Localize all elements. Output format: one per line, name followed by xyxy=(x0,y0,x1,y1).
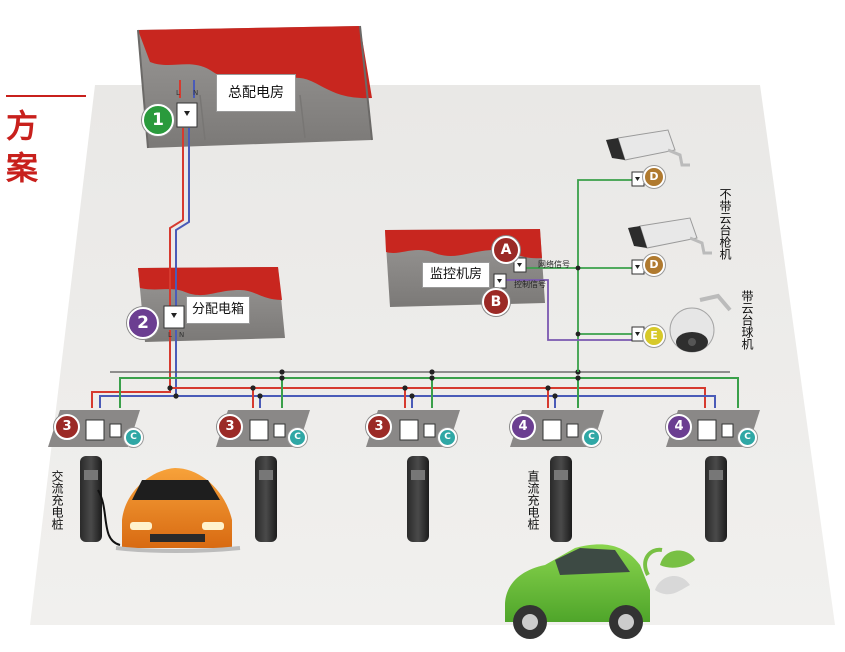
heading-char-2: 案 xyxy=(6,149,39,187)
station-badge-4: 4 xyxy=(510,414,536,440)
station-badge-1: 3 xyxy=(54,414,80,440)
sub-distribution-label: 分配电箱 xyxy=(191,302,244,317)
heading-rule xyxy=(6,95,86,97)
badge-2: 2 xyxy=(127,307,159,339)
heading-char-1: 方 xyxy=(6,107,39,145)
dome-camera-label: 带云台球机 xyxy=(740,290,754,350)
plug-leaf-icon xyxy=(643,547,695,595)
feeder-wiring xyxy=(169,80,195,318)
sub-distribution-label-box: 分配电箱 xyxy=(186,296,250,324)
floor-plane xyxy=(30,85,835,625)
wire-label-N: N xyxy=(193,89,199,97)
c-badge-5: C xyxy=(738,428,757,447)
monitoring-room-label-box: 监控机房 xyxy=(422,262,490,288)
security-camera-icon xyxy=(606,129,690,167)
c-badge-3: C xyxy=(438,428,457,447)
dc-charger-label: 直流充电桩 xyxy=(526,470,540,530)
security-camera-icon-2 xyxy=(628,217,712,255)
charger-buses xyxy=(91,330,739,408)
badge-A: A xyxy=(492,236,520,264)
sports-car-icon xyxy=(115,468,241,553)
badge-D-2: D xyxy=(643,254,665,276)
fixed-camera-label: 不带云台枪机 xyxy=(718,188,732,260)
network-signal-label: 网络信号 xyxy=(538,260,570,269)
ac-charger-label: 交流充电桩 xyxy=(50,470,64,530)
wire-label-N-2: N xyxy=(179,331,185,339)
main-distribution-label-box: 总配电房 xyxy=(216,74,296,112)
wire-label-L-2: L xyxy=(168,331,172,339)
badge-E: E xyxy=(643,325,665,347)
badge-B: B xyxy=(482,288,510,316)
station-badge-3: 3 xyxy=(366,414,392,440)
wire-label-L: L xyxy=(176,89,180,97)
monitoring-room-label: 监控机房 xyxy=(429,267,482,282)
bus-junctions xyxy=(167,369,581,399)
c-badge-2: C xyxy=(288,428,307,447)
station-badge-5: 4 xyxy=(666,414,692,440)
dome-camera-icon xyxy=(669,293,732,353)
main-distribution-label: 总配电房 xyxy=(228,85,284,101)
c-badge-4: C xyxy=(582,428,601,447)
control-signal-label: 控制信号 xyxy=(514,280,546,289)
station-badge-2: 3 xyxy=(217,414,243,440)
c-badge-1: C xyxy=(124,428,143,447)
badge-1: 1 xyxy=(142,104,174,136)
electric-car-icon xyxy=(505,544,650,639)
badge-D-1: D xyxy=(643,166,665,188)
